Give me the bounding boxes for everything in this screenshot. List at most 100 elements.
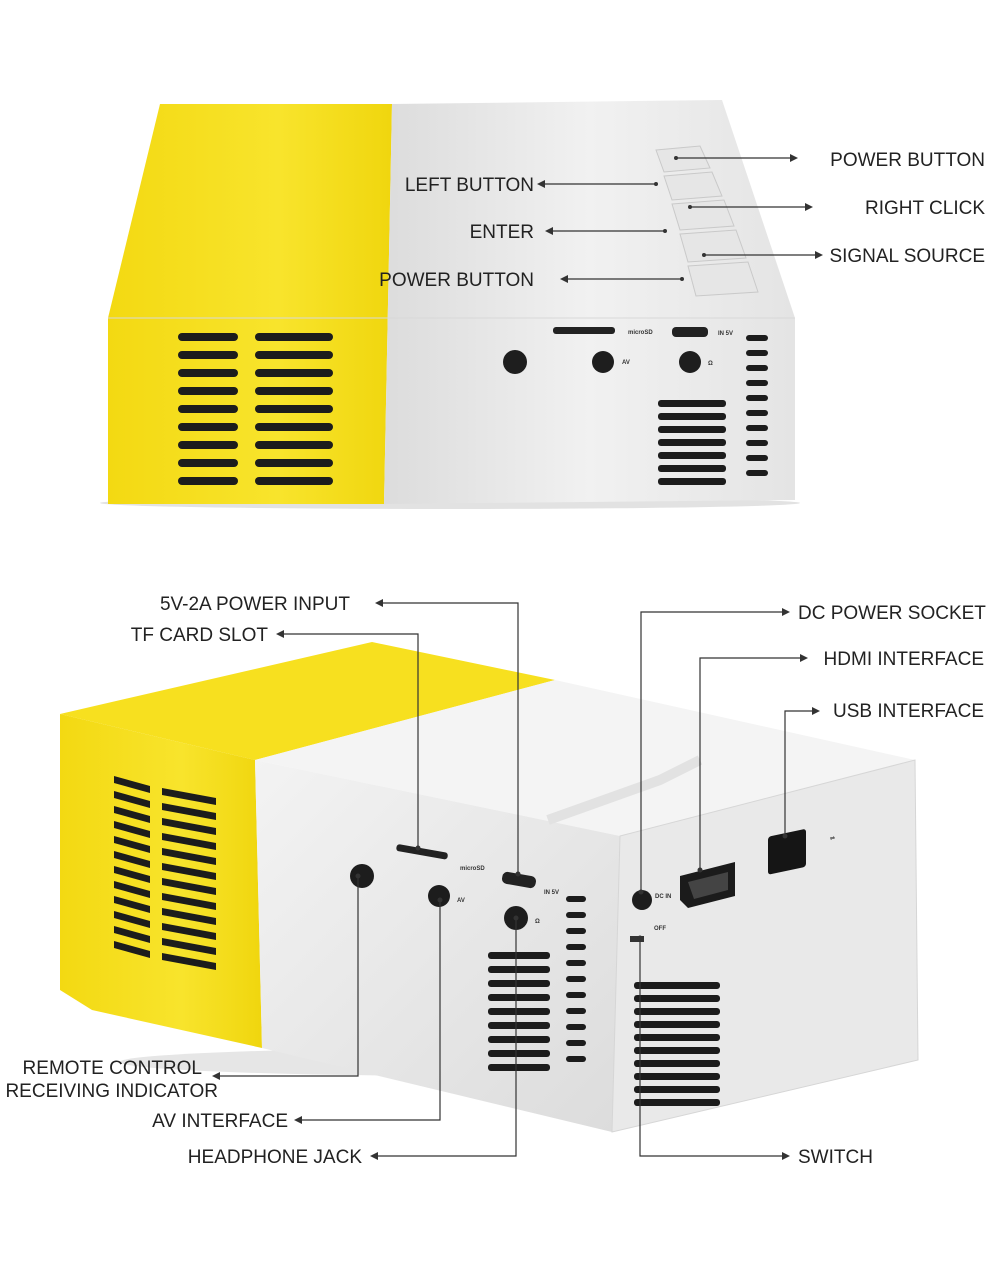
hdmi-port-inner bbox=[688, 872, 728, 899]
vent-slot bbox=[162, 833, 216, 850]
vent-slot bbox=[114, 911, 150, 928]
vent-slot bbox=[114, 836, 150, 853]
label-left-button: LEFT BUTTON bbox=[405, 175, 534, 196]
label-usb-interface: USB INTERFACE bbox=[833, 701, 984, 722]
button-3 bbox=[671, 199, 735, 231]
vent-slot bbox=[178, 423, 238, 431]
front-vent-grille bbox=[488, 952, 550, 1071]
label-hdmi-interface: HDMI INTERFACE bbox=[824, 649, 984, 670]
vent-slot bbox=[178, 387, 238, 395]
vent-slot bbox=[488, 994, 550, 1001]
button-1 bbox=[655, 145, 711, 173]
vent-slot bbox=[658, 400, 726, 407]
callouts-bottom bbox=[212, 599, 820, 1160]
vent-slot bbox=[566, 912, 586, 918]
top-buttons bbox=[655, 145, 759, 297]
vent-slot bbox=[634, 1034, 720, 1041]
vent-slot bbox=[162, 893, 216, 910]
front-vent-column bbox=[566, 896, 586, 1062]
vent-slot bbox=[566, 896, 586, 902]
vent-slot bbox=[746, 425, 768, 431]
microsd-slot bbox=[553, 327, 615, 334]
callouts-top bbox=[537, 154, 823, 283]
microsd-mark-2: microSD bbox=[460, 866, 485, 872]
vent-slot bbox=[634, 982, 720, 989]
vent-slot bbox=[746, 395, 768, 401]
av-mark-2: AV bbox=[457, 898, 465, 904]
vent-slot bbox=[162, 863, 216, 880]
label-switch: SWITCH bbox=[798, 1147, 873, 1168]
vent-slot bbox=[746, 455, 768, 461]
label-signal-source: SIGNAL SOURCE bbox=[829, 246, 985, 267]
vent-slot bbox=[162, 908, 216, 925]
label-headphone-jack: HEADPHONE JACK bbox=[188, 1147, 363, 1168]
vent-slot bbox=[255, 387, 333, 395]
ir-receiver bbox=[503, 350, 527, 374]
vent-slot bbox=[488, 1036, 550, 1043]
vent-slot bbox=[634, 1073, 720, 1080]
vent-slot bbox=[746, 365, 768, 371]
vent-slot bbox=[255, 333, 333, 341]
vent-slot bbox=[255, 405, 333, 413]
projector-top-view: microSD IN 5V AV Ω bbox=[100, 100, 985, 509]
vent-slot bbox=[162, 818, 216, 835]
vent-slot bbox=[255, 459, 333, 467]
ir-receiver-2 bbox=[350, 864, 374, 888]
label-power-input: 5V-2A POWER INPUT bbox=[160, 594, 350, 615]
vent-slot bbox=[488, 1022, 550, 1029]
label-dc-power-socket: DC POWER SOCKET bbox=[798, 603, 986, 624]
vent-slot bbox=[178, 333, 238, 341]
in5v-mark-2: IN 5V bbox=[544, 890, 559, 896]
vent-slot bbox=[178, 477, 238, 485]
vent-slot bbox=[746, 350, 768, 356]
yellow-housing bbox=[108, 104, 392, 504]
vent-slot bbox=[488, 1064, 550, 1071]
label-right-click: RIGHT CLICK bbox=[865, 198, 985, 219]
av-jack bbox=[592, 351, 614, 373]
vent-slot bbox=[634, 1086, 720, 1093]
button-4 bbox=[679, 229, 747, 263]
vent-slot bbox=[658, 452, 726, 459]
vent-slot bbox=[114, 821, 150, 838]
vent-slot bbox=[566, 992, 586, 998]
off-mark: OFF bbox=[654, 926, 666, 932]
vent-slot bbox=[114, 896, 150, 913]
button-2 bbox=[663, 171, 723, 201]
yellow-vent-angled-left bbox=[114, 776, 150, 958]
yellow-vent-angled-right bbox=[162, 788, 216, 970]
vent-slot bbox=[658, 413, 726, 420]
switch-slider bbox=[630, 936, 644, 942]
vent-slot bbox=[566, 944, 586, 950]
vent-slot bbox=[566, 960, 586, 966]
vent-slot bbox=[162, 803, 216, 820]
vent-slot bbox=[566, 976, 586, 982]
label-remote-control-line2: RECEIVING INDICATOR bbox=[5, 1081, 218, 1102]
vent-slot bbox=[162, 923, 216, 940]
vent-slot bbox=[255, 369, 333, 377]
vent-slot bbox=[114, 851, 150, 868]
white-housing bbox=[384, 100, 795, 504]
headphone-mark-icon: Ω bbox=[708, 361, 713, 367]
vent-slot bbox=[114, 866, 150, 883]
in5v-mark: IN 5V bbox=[718, 331, 733, 337]
white-vent-column bbox=[746, 335, 768, 476]
usb-in-port-2 bbox=[502, 871, 536, 889]
yellow-vent-left bbox=[178, 333, 238, 485]
vent-slot bbox=[178, 351, 238, 359]
vent-slot bbox=[162, 788, 216, 805]
vent-slot bbox=[634, 1008, 720, 1015]
vent-slot bbox=[658, 465, 726, 472]
label-remote-control-line1: REMOTE CONTROL bbox=[23, 1058, 202, 1079]
vent-slot bbox=[178, 459, 238, 467]
vent-slot bbox=[255, 441, 333, 449]
av-mark: AV bbox=[622, 360, 630, 366]
vent-slot bbox=[488, 966, 550, 973]
vent-slot bbox=[746, 380, 768, 386]
label-power-button-left: POWER BUTTON bbox=[379, 270, 534, 291]
label-av-interface: AV INTERFACE bbox=[152, 1111, 288, 1132]
headphone-mark-2-icon: Ω bbox=[535, 919, 540, 925]
vent-slot bbox=[634, 1099, 720, 1106]
vent-slot bbox=[658, 439, 726, 446]
vent-slot bbox=[114, 881, 150, 898]
